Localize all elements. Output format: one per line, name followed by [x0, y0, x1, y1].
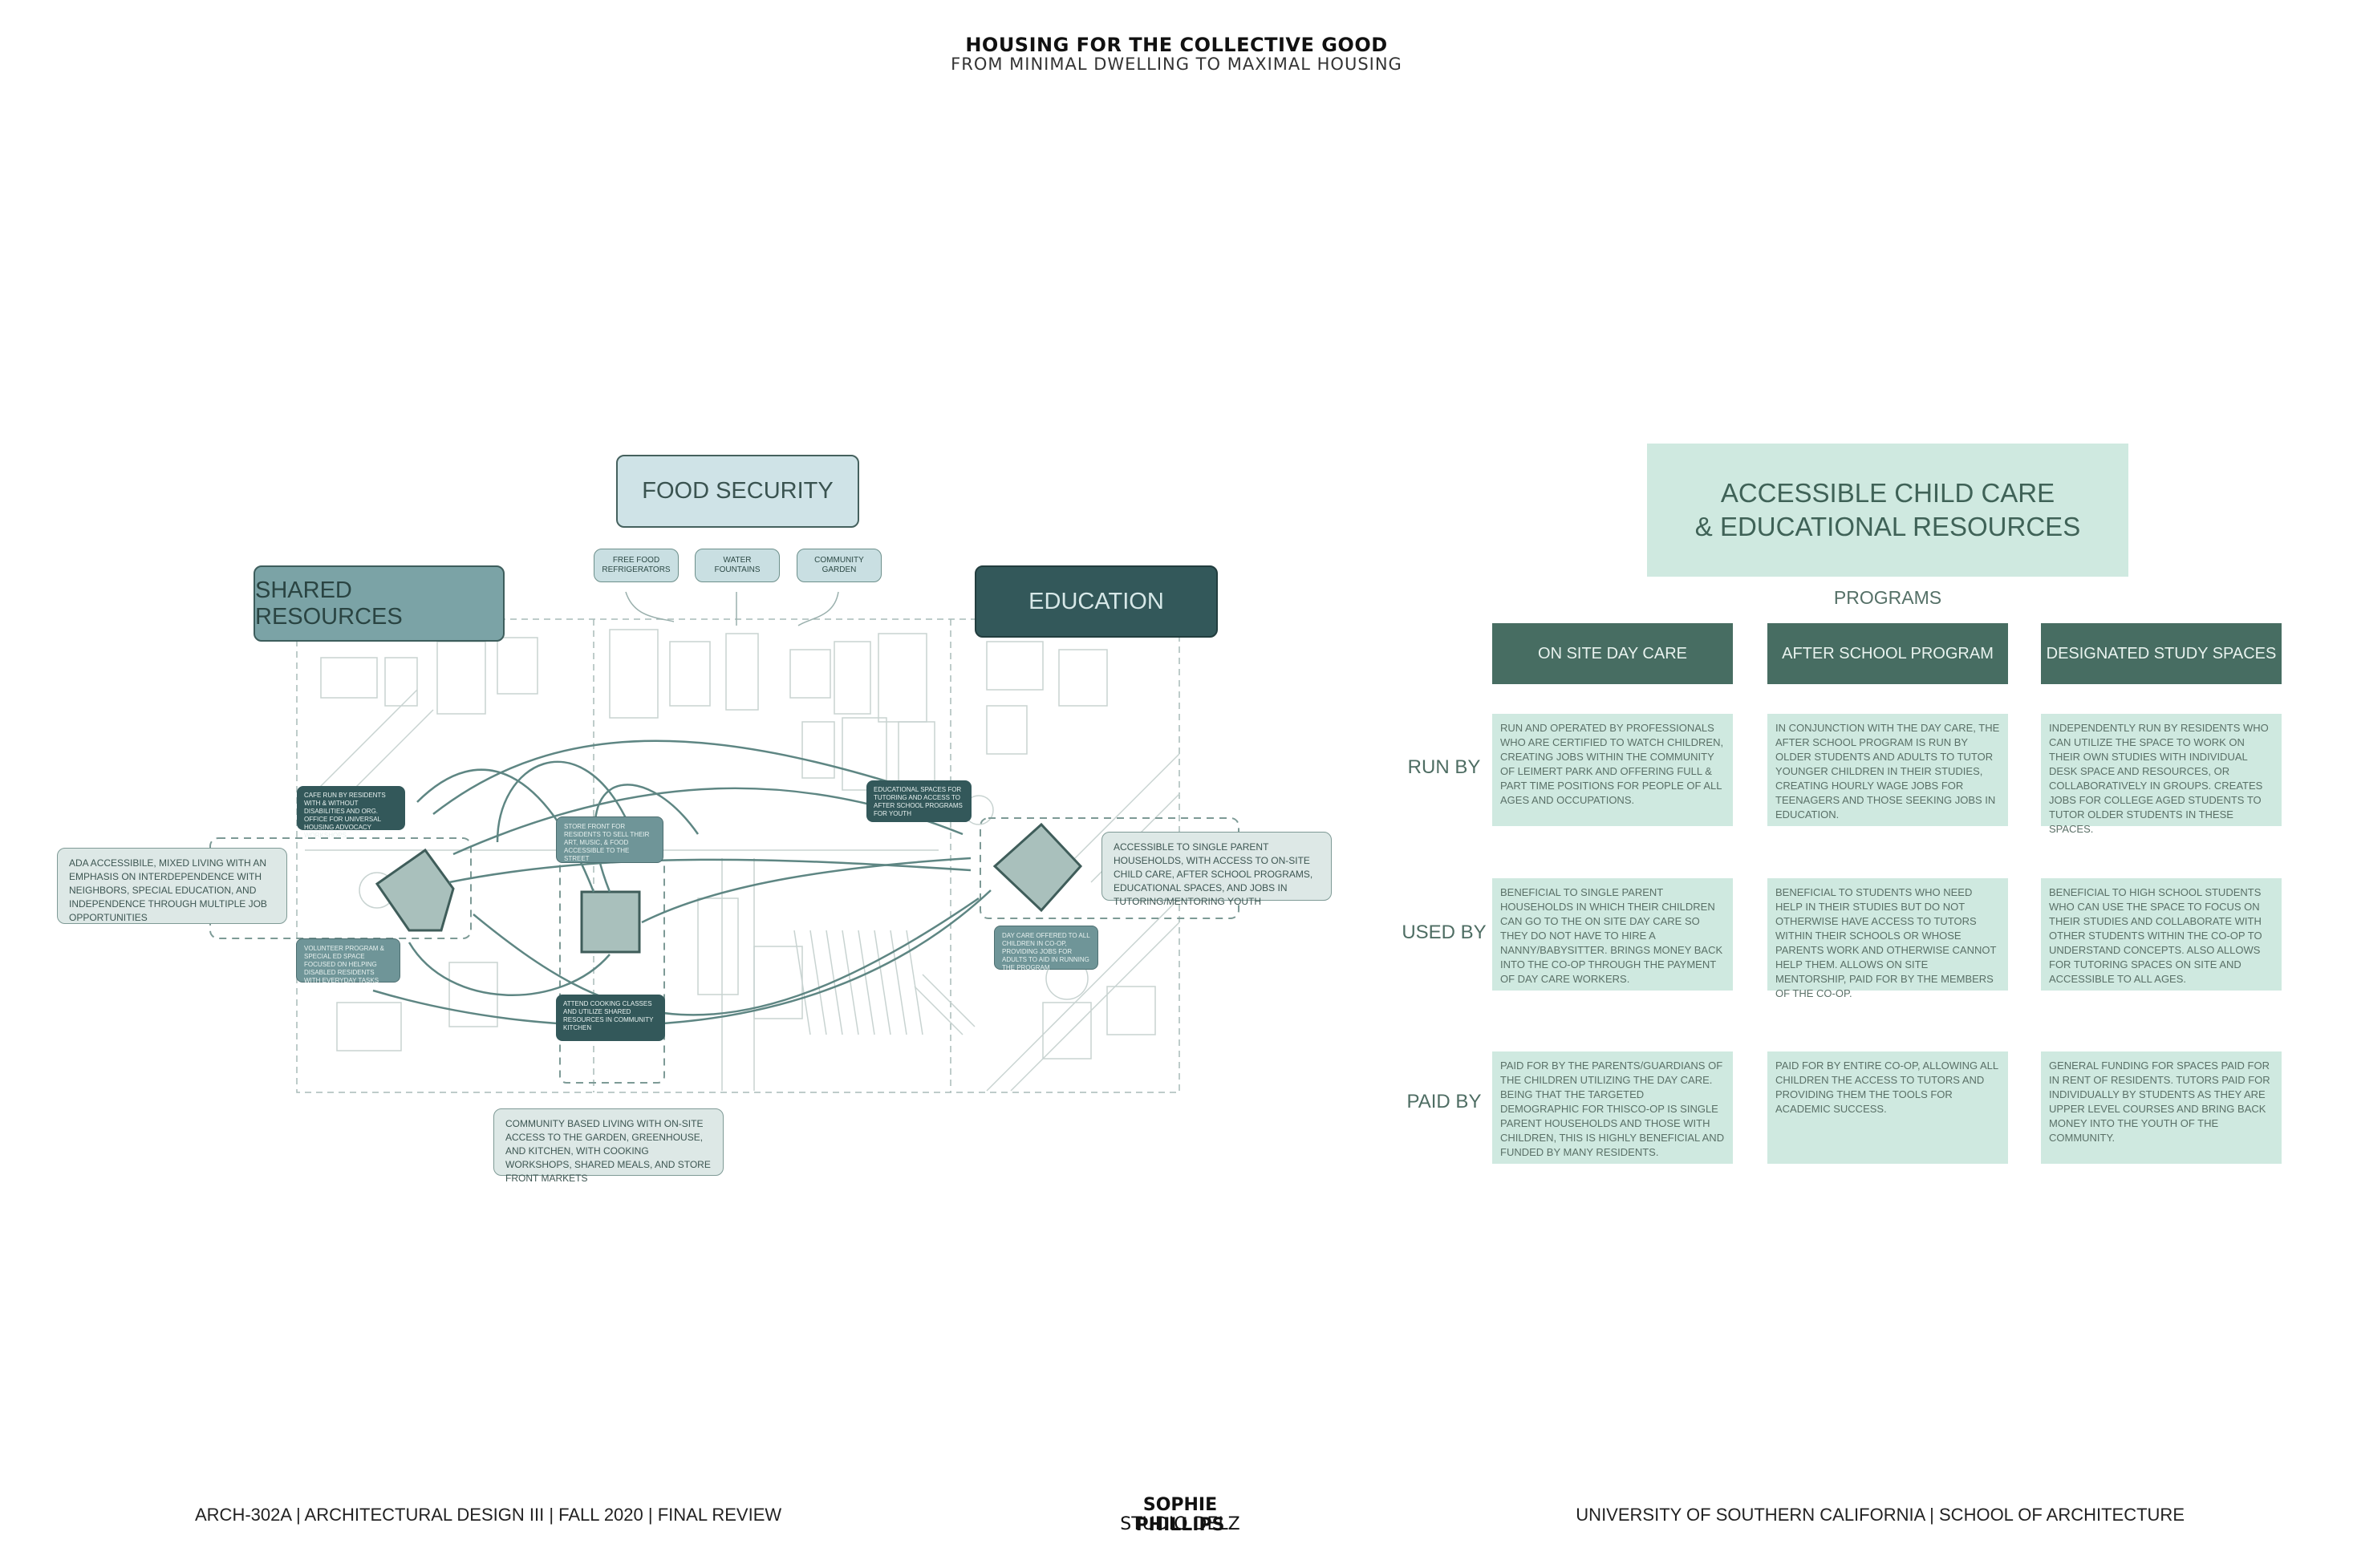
label-educational-spaces: EDUCATIONAL SPACES FOR TUTORING AND ACCE…: [866, 780, 972, 822]
footer-author: SOPHIE PHILLIPS: [1135, 1495, 1225, 1535]
label-volunteer-program: VOLUNTEER PROGRAM & SPECIAL ED SPACE FOC…: [296, 938, 400, 984]
education-header: EDUCATION: [975, 565, 1218, 638]
footer-school: UNIVERSITY OF SOUTHERN CALIFORNIA | SCHO…: [1576, 1505, 2185, 1525]
note-shared-resources: ADA ACCESSIBILE, MIXED LIVING WITH AN EM…: [57, 848, 287, 924]
footer-course: ARCH-302A | ARCHITECTURAL DESIGN III | F…: [195, 1505, 782, 1525]
program-header-study-spaces: DESIGNATED STUDY SPACES: [2041, 623, 2282, 684]
label-store-front: STORE FRONT FOR RESIDENTS TO SELL THEIR …: [556, 816, 663, 863]
cell-run-by-after-school: IN CONJUNCTION WITH THE DAY CARE, THE AF…: [1767, 714, 2008, 826]
food-security-header: FOOD SECURITY: [616, 455, 859, 528]
page-title: HOUSING FOR THE COLLECTIVE GOOD: [965, 34, 1388, 56]
cell-used-by-day-care: BENEFICIAL TO SINGLE PARENT HOUSEHOLDS I…: [1492, 878, 1733, 991]
food-security-label: FOOD SECURITY: [642, 478, 834, 504]
childcare-title: ACCESSIBLE CHILD CARE & EDUCATIONAL RESO…: [1647, 444, 2128, 577]
label-cafe: CAFE RUN BY RESIDENTS WITH & WITHOUT DIS…: [297, 786, 405, 839]
cell-paid-by-study-spaces: GENERAL FUNDING FOR SPACES PAID FOR IN R…: [2041, 1051, 2282, 1164]
food-item-water-fountains: WATER FOUNTAINS: [695, 549, 780, 582]
footer-studio: STUDIO DELZ: [1120, 1514, 1240, 1534]
cell-run-by-study-spaces: INDEPENDENTLY RUN BY RESIDENTS WHO CAN U…: [2041, 714, 2282, 835]
note-food-security: COMMUNITY BASED LIVING WITH ON-SITE ACCE…: [493, 1108, 724, 1184]
cell-paid-by-day-care: PAID FOR BY THE PARENTS/GUARDIANS OF THE…: [1492, 1051, 1733, 1164]
program-header-day-care: ON SITE DAY CARE: [1492, 623, 1733, 684]
childcare-title-line2: & EDUCATIONAL RESOURCES: [1694, 512, 2081, 541]
food-item-refrigerators: FREE FOOD REFRIGERATORS: [594, 549, 679, 582]
cell-paid-by-after-school: PAID FOR BY ENTIRE CO-OP, ALLOWING ALL C…: [1767, 1051, 2008, 1164]
childcare-title-line1: ACCESSIBLE CHILD CARE: [1720, 478, 2055, 508]
shared-resources-label: SHARED RESOURCES: [255, 577, 403, 630]
cell-used-by-after-school: BENEFICIAL TO STUDENTS WHO NEED HELP IN …: [1767, 878, 2008, 999]
page-subtitle: FROM MINIMAL DWELLING TO MAXIMAL HOUSING: [951, 55, 1402, 74]
label-cooking-classes: ATTEND COOKING CLASSES AND UTILIZE SHARE…: [556, 995, 665, 1041]
programs-label: PROGRAMS: [1833, 587, 1942, 608]
note-education: ACCESSIBLE TO SINGLE PARENT HOUSEHOLDS, …: [1101, 832, 1332, 907]
food-item-community-garden: COMMUNITY GARDEN: [797, 549, 882, 582]
cell-run-by-day-care: RUN AND OPERATED BY PROFESSIONALS WHO AR…: [1492, 714, 1733, 826]
shared-resources-header: SHARED RESOURCES: [254, 565, 505, 642]
program-header-after-school: AFTER SCHOOL PROGRAM: [1767, 623, 2008, 684]
cell-used-by-study-spaces: BENEFICIAL TO HIGH SCHOOL STUDENTS WHO C…: [2041, 878, 2282, 991]
education-label: EDUCATION: [1028, 588, 1164, 614]
label-day-care: DAY CARE OFFERED TO ALL CHILDREN IN CO-O…: [994, 926, 1098, 971]
row-label-used-by: USED BY: [1402, 922, 1487, 943]
row-label-paid-by: PAID BY: [1406, 1091, 1482, 1112]
row-label-run-by: RUN BY: [1407, 756, 1481, 778]
